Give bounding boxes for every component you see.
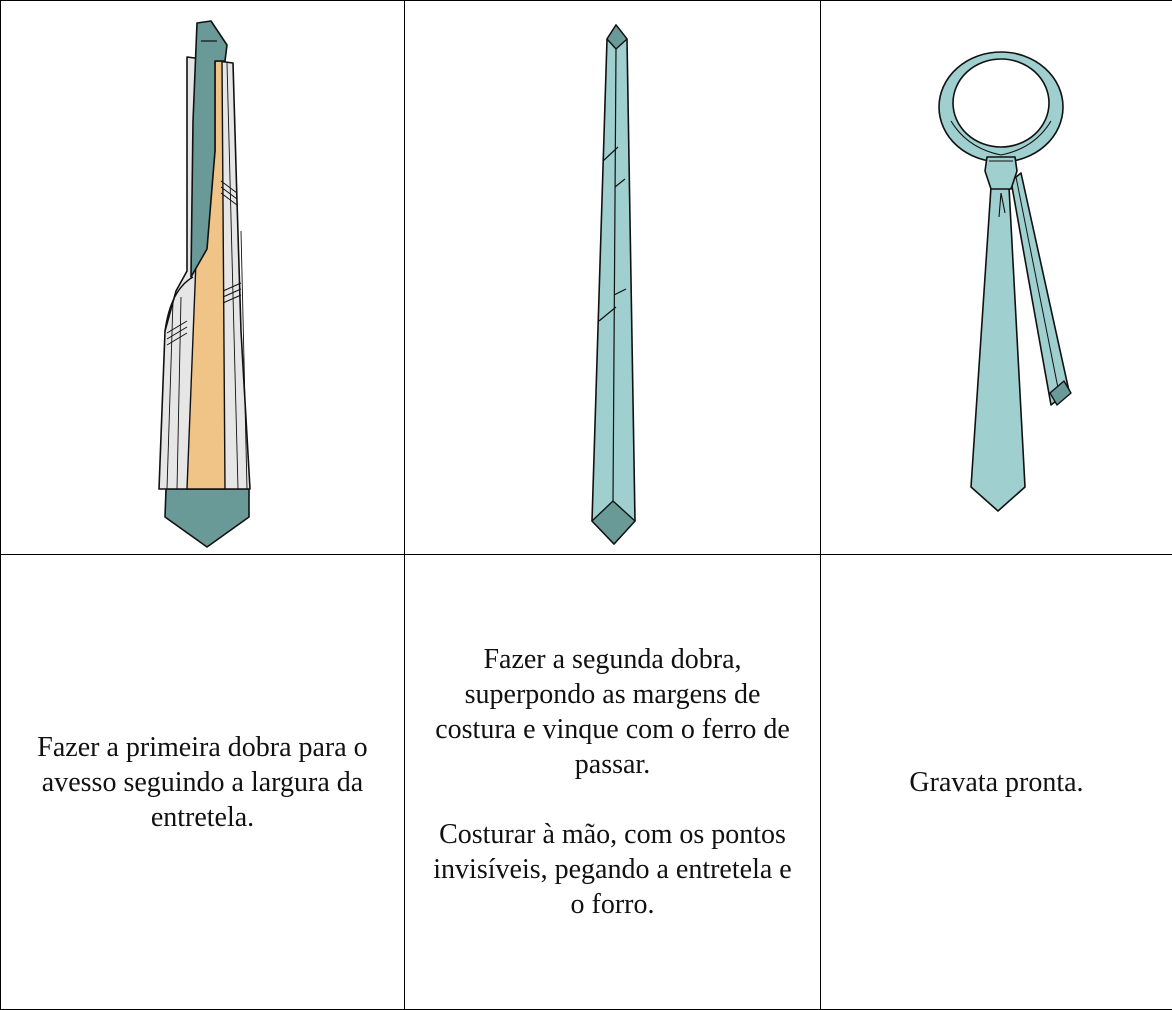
- step-2-caption: Fazer a segunda dobra, superpondo as mar…: [405, 642, 820, 922]
- step-3-caption: Gravata pronta.: [821, 765, 1172, 800]
- tie-second-fold-icon: [405, 1, 821, 554]
- caption-text: Costurar à mão, com os pontos invisíveis…: [423, 817, 802, 922]
- caption-text: Fazer a primeira dobra para o avesso seg…: [19, 730, 386, 835]
- step-2-caption-cell: Fazer a segunda dobra, superpondo as mar…: [405, 555, 821, 1010]
- caption-text: Fazer a segunda dobra, superpondo as mar…: [423, 642, 802, 782]
- step-2-illustration-cell: [405, 1, 821, 555]
- caption-text: Gravata pronta.: [839, 765, 1154, 800]
- step-3-caption-cell: Gravata pronta.: [821, 555, 1172, 1010]
- step-1-caption: Fazer a primeira dobra para o avesso seg…: [1, 730, 404, 835]
- tie-first-fold-icon: [1, 1, 405, 554]
- illustration-row: [1, 1, 1172, 555]
- step-1-caption-cell: Fazer a primeira dobra para o avesso seg…: [1, 555, 405, 1010]
- caption-row: Fazer a primeira dobra para o avesso seg…: [1, 555, 1172, 1010]
- tie-finished-icon: [821, 1, 1172, 554]
- step-1-illustration-cell: [1, 1, 405, 555]
- step-3-illustration-cell: [821, 1, 1172, 555]
